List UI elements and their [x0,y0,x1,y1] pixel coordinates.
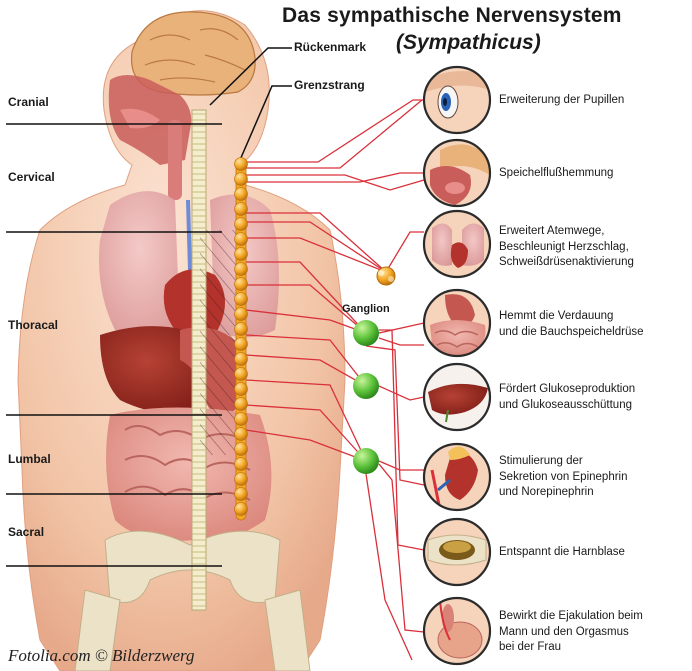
effect-line: Beschleunigt Herzschlag, [499,240,629,253]
genitals-icon [424,598,490,664]
ganglion-node [353,448,379,474]
ganglion-nodes [353,320,379,474]
intestines [106,407,272,541]
salivary-gland-icon [424,140,490,206]
region-cervical: Cervical [8,170,55,184]
effect-line: Mann und den Orgasmus [499,625,629,638]
sympathetic-trunk [234,157,248,521]
nerve-lines [245,99,425,661]
effect-line: Schweißdrüsenaktivierung [499,256,634,268]
effect-line: Erweitert Atemwege, [499,225,605,237]
ganglion-node [353,320,379,346]
spinal-cord-label: Rückenmark [294,40,367,54]
effect-liver: Fördert Glukoseproduktion und Glukoseaus… [499,382,691,413]
region-thoracal: Thoracal [8,318,59,332]
organ-circles [424,67,490,664]
organ-circle-borders [422,65,492,666]
ganglion-label: Ganglion [342,303,390,315]
eye-icon [424,67,490,133]
effect-adrenal: Stimulierung der Sekretion von Epinephri… [499,454,691,501]
effect-bladder: Entspannt die Harnblase [499,545,691,561]
effect-digestion: Hemmt die Verdauung und die Bauchspeiche… [499,309,691,340]
effect-line: Bewirkt die Ejakulation beim [499,610,643,622]
liver-icon [424,364,490,430]
effect-line: bei der Frau [499,641,562,653]
effect-line: Stimulierung der [499,455,583,467]
thoracolumbar-hatch [200,230,238,455]
region-sacral: Sacral [8,525,45,539]
stomach-intestine-icon [424,290,490,356]
effect-line: Fördert Glukoseproduktion [499,383,636,395]
region-cranial: Cranial [8,95,49,109]
effect-line: Sekretion von Epinephrin [499,470,628,483]
sympathetic-trunk-label: Grenzstrang [294,78,365,92]
adrenal-kidney-icon [424,444,490,510]
effect-line: Erweiterung der Pupillen [499,94,625,106]
cardiac-plexus [376,266,396,286]
effect-line: und Glukoseausschüttung [499,398,632,411]
effect-line: Speichelflußhemmung [499,167,614,179]
effect-line: Entspannt die Harnblase [499,546,625,558]
page-subtitle: (Sympathicus) [396,31,541,54]
effect-eye: Erweiterung der Pupillen [499,93,691,109]
effect-line: und Norepinephrin [499,486,594,498]
effect-genitals: Bewirkt die Ejakulation beim Mann und de… [499,609,691,656]
region-dividers [6,123,222,567]
effect-line: und die Bauchspeicheldrüse [499,325,644,338]
ganglion-node [353,373,379,399]
lungs-heart-icon [424,211,490,277]
region-lumbal: Lumbal [8,452,51,466]
effect-salivary: Speichelflußhemmung [499,166,691,182]
bladder-icon [424,519,490,585]
label-pointers [209,47,292,161]
image-credit: Fotolia.com © Bilderzwerg [8,646,195,665]
effect-lungs-heart: Erweitert Atemwege, Beschleunigt Herzsch… [499,224,691,271]
page-title: Das sympathische Nervensystem [282,4,622,27]
effect-line: Hemmt die Verdauung [499,310,614,322]
